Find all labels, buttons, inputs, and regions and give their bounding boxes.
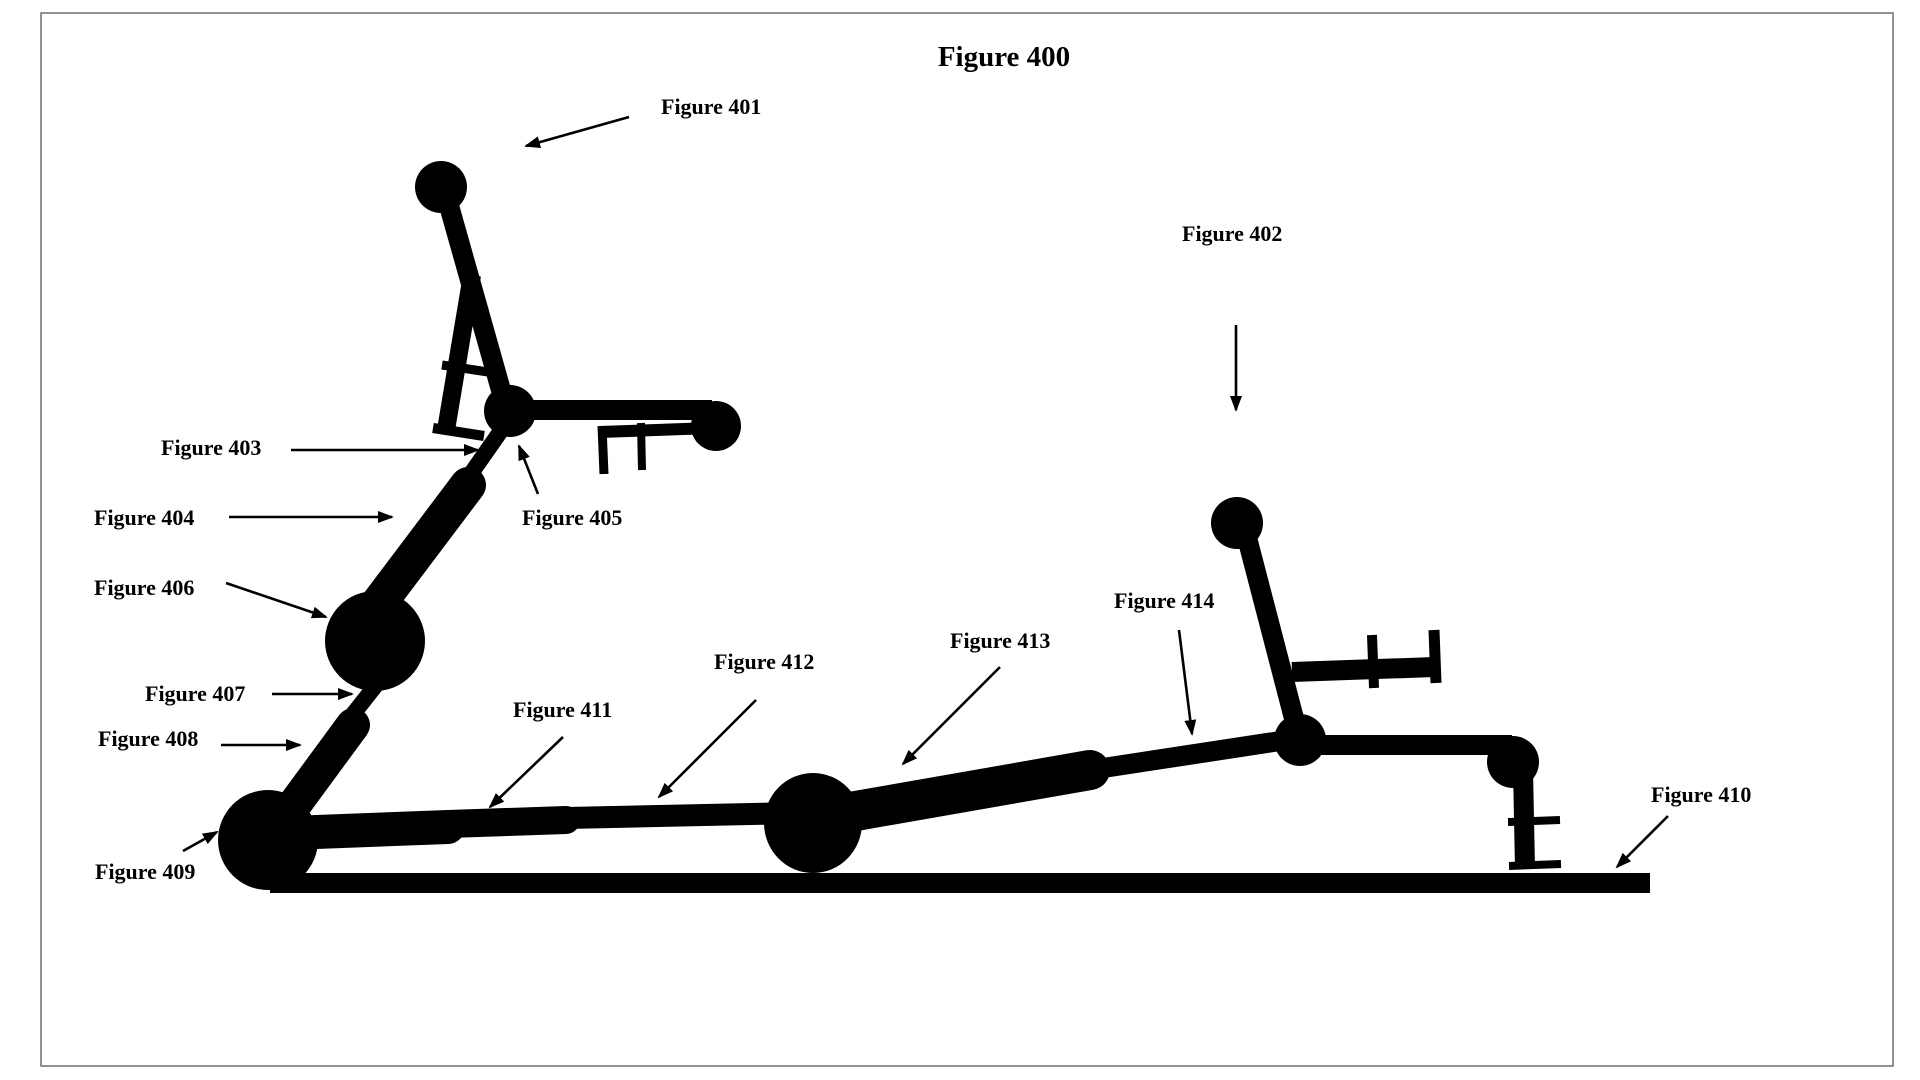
figure-title: Figure 400 — [938, 41, 1070, 73]
arrow-414 — [1177, 629, 1197, 736]
right-assembly-402 — [1211, 497, 1562, 870]
hand-ball — [691, 401, 741, 451]
label-409: Figure 409 — [95, 859, 195, 884]
cylinder-411 — [273, 810, 465, 850]
hand-fitting-2 — [637, 422, 646, 471]
label-404: Figure 404 — [94, 505, 194, 530]
callouts: Figure 401 Figure 402 Figure 403 Figure … — [94, 94, 1751, 884]
brace-foot — [432, 423, 485, 441]
arrow-411 — [488, 736, 564, 809]
label-414: Figure 414 — [1114, 588, 1214, 613]
label-403: Figure 403 — [161, 435, 261, 460]
label-412: Figure 412 — [714, 649, 814, 674]
right-upright-rod — [1235, 527, 1307, 733]
head-ball — [415, 161, 467, 213]
arrow-413 — [901, 666, 1001, 766]
label-401: Figure 401 — [661, 94, 761, 119]
arrow-412 — [657, 699, 757, 799]
arrow-409 — [182, 830, 219, 853]
right-side-arm — [1291, 657, 1436, 682]
joint-406 — [325, 591, 425, 691]
hand-fitting-1 — [597, 425, 609, 475]
figure-frame — [40, 12, 1894, 1067]
arrow-410 — [1615, 815, 1669, 869]
rod-414 — [1088, 728, 1302, 780]
right-side-fitting-1 — [1367, 634, 1379, 689]
arrow-401 — [524, 115, 630, 148]
label-413: Figure 413 — [950, 628, 1050, 653]
connector-403 — [463, 420, 512, 480]
base-joint-409 — [218, 790, 318, 890]
brace-crossbar — [441, 360, 489, 377]
cylinder-408 — [275, 708, 370, 825]
label-405: Figure 405 — [522, 505, 622, 530]
right-foot-plate — [1508, 860, 1562, 870]
left-assembly-401 — [218, 161, 1302, 890]
right-joint-414 — [1274, 714, 1326, 766]
rod-412 — [565, 802, 801, 829]
right-foot-crossbar — [1507, 816, 1561, 826]
right-side-fitting-2 — [1428, 629, 1442, 684]
ground-base-410 — [270, 873, 1650, 893]
label-411: Figure 411 — [513, 697, 612, 722]
label-410: Figure 410 — [1651, 782, 1751, 807]
arrow-405 — [517, 444, 540, 495]
arrow-406 — [225, 581, 328, 619]
brace-rod — [437, 273, 481, 432]
cylinder-411b — [434, 806, 580, 838]
label-408: Figure 408 — [98, 726, 198, 751]
label-407: Figure 407 — [145, 681, 245, 706]
label-406: Figure 406 — [94, 575, 194, 600]
label-402: Figure 402 — [1182, 221, 1282, 246]
cylinder-413 — [830, 750, 1110, 832]
right-head-ball — [1211, 497, 1263, 549]
